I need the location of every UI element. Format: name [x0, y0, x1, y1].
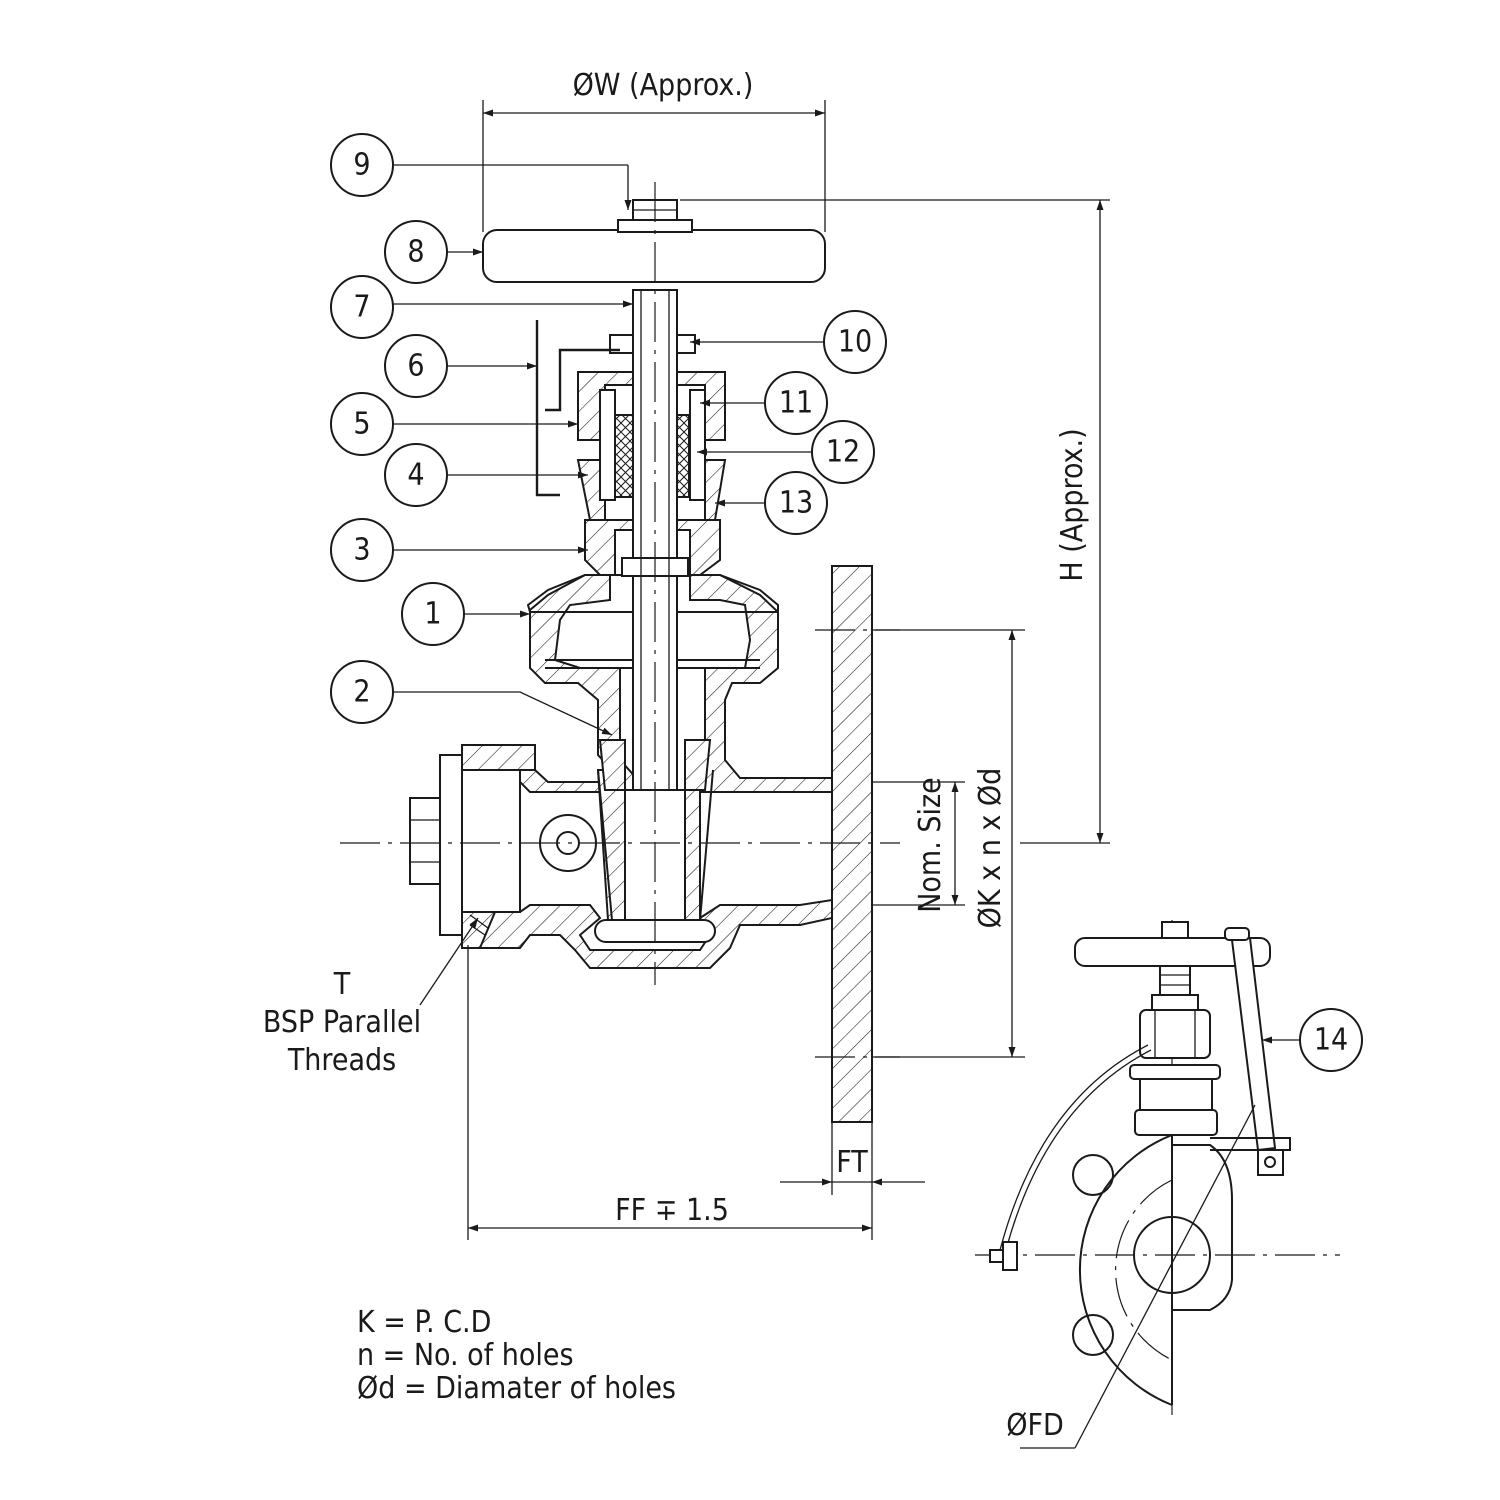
gland-housing — [584, 519, 721, 576]
legend: K = P. C.D n = No. of holes Ød = Diamate… — [357, 1305, 676, 1406]
svg-text:BSP Parallel: BSP Parallel — [263, 1005, 421, 1040]
svg-text:8: 8 — [407, 235, 424, 270]
side-flange — [1078, 1134, 1173, 1406]
disc-wedge — [596, 769, 626, 921]
svg-text:K = P. C.D: K = P. C.D — [357, 1305, 491, 1340]
side-bonnet — [1134, 1109, 1218, 1136]
lock-chain — [999, 1044, 1149, 1251]
balloon-9 — [330, 133, 394, 197]
svg-text:3: 3 — [353, 533, 370, 568]
svg-text:Threads: Threads — [287, 1043, 396, 1078]
end-cap-flange — [439, 754, 463, 936]
balloon-11 — [764, 371, 828, 435]
dim-flange-thickness: FT — [836, 1145, 868, 1180]
handwheel — [482, 229, 826, 283]
dim-height: H (Approx.) — [1055, 428, 1090, 581]
dimension-lines — [419, 100, 1110, 1240]
balloon-7 — [330, 275, 394, 339]
balloon-6 — [384, 334, 448, 398]
side-view — [975, 920, 1340, 1449]
balloon-12 — [811, 420, 875, 484]
dim-flange-holes: ØK x n x Ød — [973, 768, 1008, 929]
svg-text:4: 4 — [407, 458, 424, 493]
svg-text:10: 10 — [838, 325, 872, 360]
body-upper-wall-right — [689, 574, 833, 793]
svg-text:12: 12 — [826, 435, 860, 470]
svg-text:1: 1 — [424, 597, 441, 632]
svg-text:13: 13 — [779, 486, 813, 521]
balloon-10 — [823, 310, 887, 374]
dim-handwheel-dia: ØW (Approx.) — [573, 68, 754, 103]
svg-text:n = No. of holes: n = No. of holes — [357, 1338, 574, 1373]
disc-guide — [598, 739, 626, 791]
flange — [831, 565, 873, 1123]
end-cap-hex — [409, 797, 441, 885]
balloon-4 — [384, 443, 448, 507]
svg-text:14: 14 — [1314, 1023, 1348, 1058]
svg-text:2: 2 — [353, 675, 370, 710]
balloon-13 — [764, 471, 828, 535]
dim-flange-dia: ØFD — [1006, 1408, 1064, 1443]
side-bolt-hole-top — [1072, 1154, 1114, 1196]
svg-text:11: 11 — [779, 386, 813, 421]
dim-face-to-face: FF ∓ 1.5 — [615, 1193, 729, 1228]
svg-text:T: T — [333, 967, 351, 1002]
dim-nominal-size: Nom. Size — [913, 777, 948, 913]
front-section-view — [340, 182, 900, 1123]
balloon-1 — [401, 582, 465, 646]
balloon-3 — [330, 518, 394, 582]
balloon-2 — [330, 660, 394, 724]
balloon-8 — [384, 220, 448, 284]
balloon-14 — [1299, 1008, 1363, 1072]
part-balloons: 9 8 7 6 5 4 3 1 2 10 — [330, 133, 1363, 1072]
bonnet — [526, 574, 779, 613]
balloon-5 — [330, 392, 394, 456]
svg-text:5: 5 — [353, 407, 370, 442]
thread-note: T BSP Parallel Threads — [263, 967, 421, 1078]
lock-plate — [535, 320, 620, 497]
svg-text:7: 7 — [353, 290, 370, 325]
lock-lever — [1230, 936, 1277, 1152]
svg-text:9: 9 — [353, 148, 370, 183]
svg-text:Ød = Diamater of holes: Ød = Diamater of holes — [357, 1371, 676, 1406]
gland-nut — [577, 371, 726, 441]
side-bolt-hole-bottom — [1072, 1314, 1114, 1356]
svg-text:6: 6 — [407, 349, 424, 384]
